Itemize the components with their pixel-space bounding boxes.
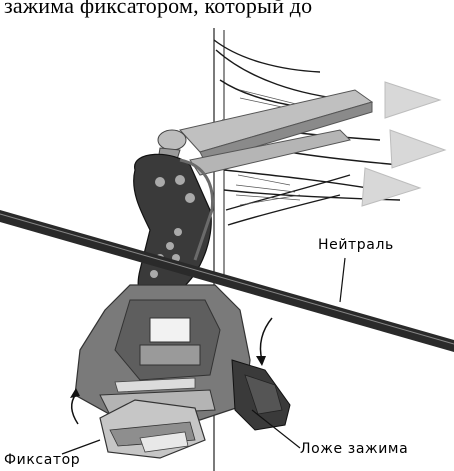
- fan-arrowheads: [362, 82, 445, 206]
- base-window: [150, 318, 190, 342]
- lever-hole: [174, 228, 182, 236]
- rotation-arrow-latch: [70, 388, 80, 424]
- leader-neutral: [340, 258, 345, 302]
- rotation-arrow-upper: [256, 318, 272, 366]
- label-clamp-bed: Ложе зажима: [300, 441, 408, 457]
- pivot-knob: [158, 130, 186, 150]
- clamp-base: [75, 285, 250, 420]
- lever-hole: [185, 193, 195, 203]
- lever-hole: [175, 175, 185, 185]
- lever-hole: [166, 242, 174, 250]
- clamp-bed: [232, 360, 290, 430]
- label-latch: Фиксатор: [4, 452, 80, 468]
- label-neutral: Нейтраль: [318, 237, 394, 253]
- lever-hole: [155, 177, 165, 187]
- lever-hole: [150, 270, 158, 278]
